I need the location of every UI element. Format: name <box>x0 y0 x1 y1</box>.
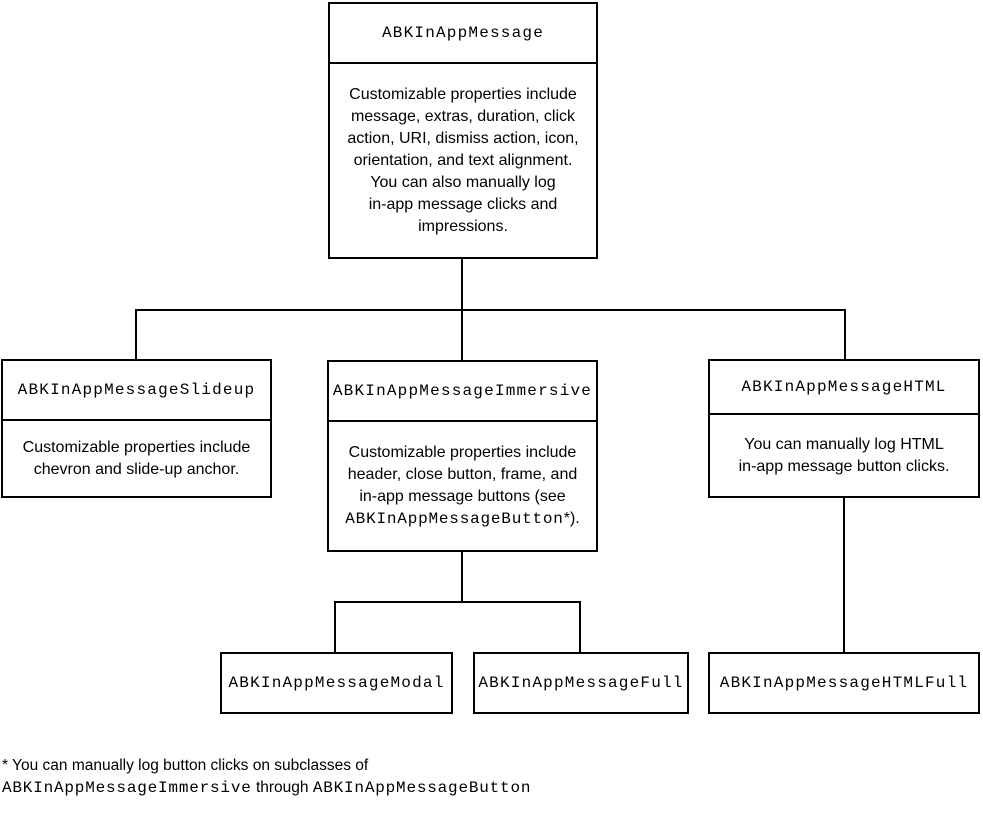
connector-immersive-children-horizontal <box>334 601 581 603</box>
node-abkinappmessagemodal: ABKInAppMessageModal <box>220 652 453 714</box>
connector-full-drop <box>579 601 581 652</box>
node-abkinappmessage-description: Customizable properties include message,… <box>347 85 579 235</box>
node-abkinappmessage: ABKInAppMessage Customizable properties … <box>328 2 598 259</box>
footnote-middle-text: through <box>251 779 313 796</box>
footnote-code-immersive: ABKInAppMessageImmersive <box>2 779 252 797</box>
node-abkinappmessageslideup: ABKInAppMessageSlideup Customizable prop… <box>1 359 272 498</box>
node-abkinappmessageslideup-body: Customizable properties include chevron … <box>3 421 270 496</box>
connector-immersive-stem <box>461 552 463 603</box>
description-text: Customizable properties include header, … <box>347 444 578 505</box>
connector-immersive-drop <box>461 309 463 360</box>
footnote: * You can manually log button clicks on … <box>2 755 531 799</box>
node-abkinappmessagehtml-description: You can manually log HTML in-app message… <box>738 435 950 475</box>
node-abkinappmessage-body: Customizable properties include message,… <box>330 64 596 257</box>
footnote-code-button: ABKInAppMessageButton <box>312 779 532 797</box>
node-abkinappmessagehtmlfull: ABKInAppMessageHTMLFull <box>708 652 980 714</box>
node-abkinappmessageslideup-title: ABKInAppMessageSlideup <box>3 361 270 421</box>
node-abkinappmessagefull: ABKInAppMessageFull <box>473 652 689 714</box>
connector-root-stem <box>461 259 463 311</box>
connector-children-horizontal <box>135 309 846 311</box>
node-abkinappmessageimmersive-body: Customizable properties include header, … <box>329 422 596 550</box>
connector-modal-drop <box>334 601 336 652</box>
node-abkinappmessageslideup-description: Customizable properties include chevron … <box>22 438 251 478</box>
node-abkinappmessagehtml: ABKInAppMessageHTML You can manually log… <box>708 359 980 498</box>
connector-slideup-drop <box>135 309 137 359</box>
description-suffix: *). <box>563 510 580 527</box>
connector-html-drop <box>844 309 846 359</box>
node-abkinappmessageimmersive-title: ABKInAppMessageImmersive <box>329 362 596 422</box>
node-abkinappmessagemodal-title: ABKInAppMessageModal <box>228 674 445 692</box>
node-abkinappmessagehtmlfull-title: ABKInAppMessageHTMLFull <box>719 674 969 692</box>
node-abkinappmessageimmersive-description: Customizable properties include header, … <box>345 442 579 530</box>
node-abkinappmessage-title: ABKInAppMessage <box>330 4 596 64</box>
inline-code-abkinappmessagebutton: ABKInAppMessageButton <box>345 510 564 528</box>
connector-htmlfull-drop <box>843 496 845 652</box>
node-abkinappmessagefull-title: ABKInAppMessageFull <box>478 674 684 692</box>
node-abkinappmessagehtml-body: You can manually log HTML in-app message… <box>710 415 978 496</box>
node-abkinappmessagehtml-title: ABKInAppMessageHTML <box>710 361 978 415</box>
footnote-line1: * You can manually log button clicks on … <box>2 757 369 774</box>
node-abkinappmessageimmersive: ABKInAppMessageImmersive Customizable pr… <box>327 360 598 552</box>
